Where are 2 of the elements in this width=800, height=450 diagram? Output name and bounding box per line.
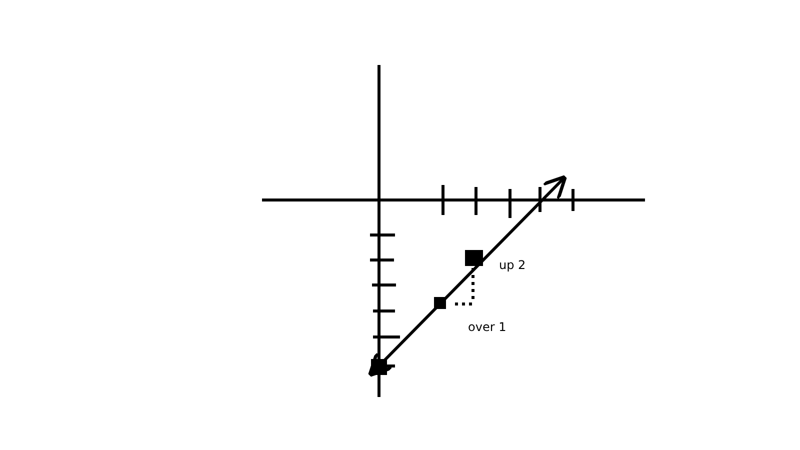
step-label: over 1 [468, 320, 506, 334]
step-label: up 2 [499, 258, 526, 272]
